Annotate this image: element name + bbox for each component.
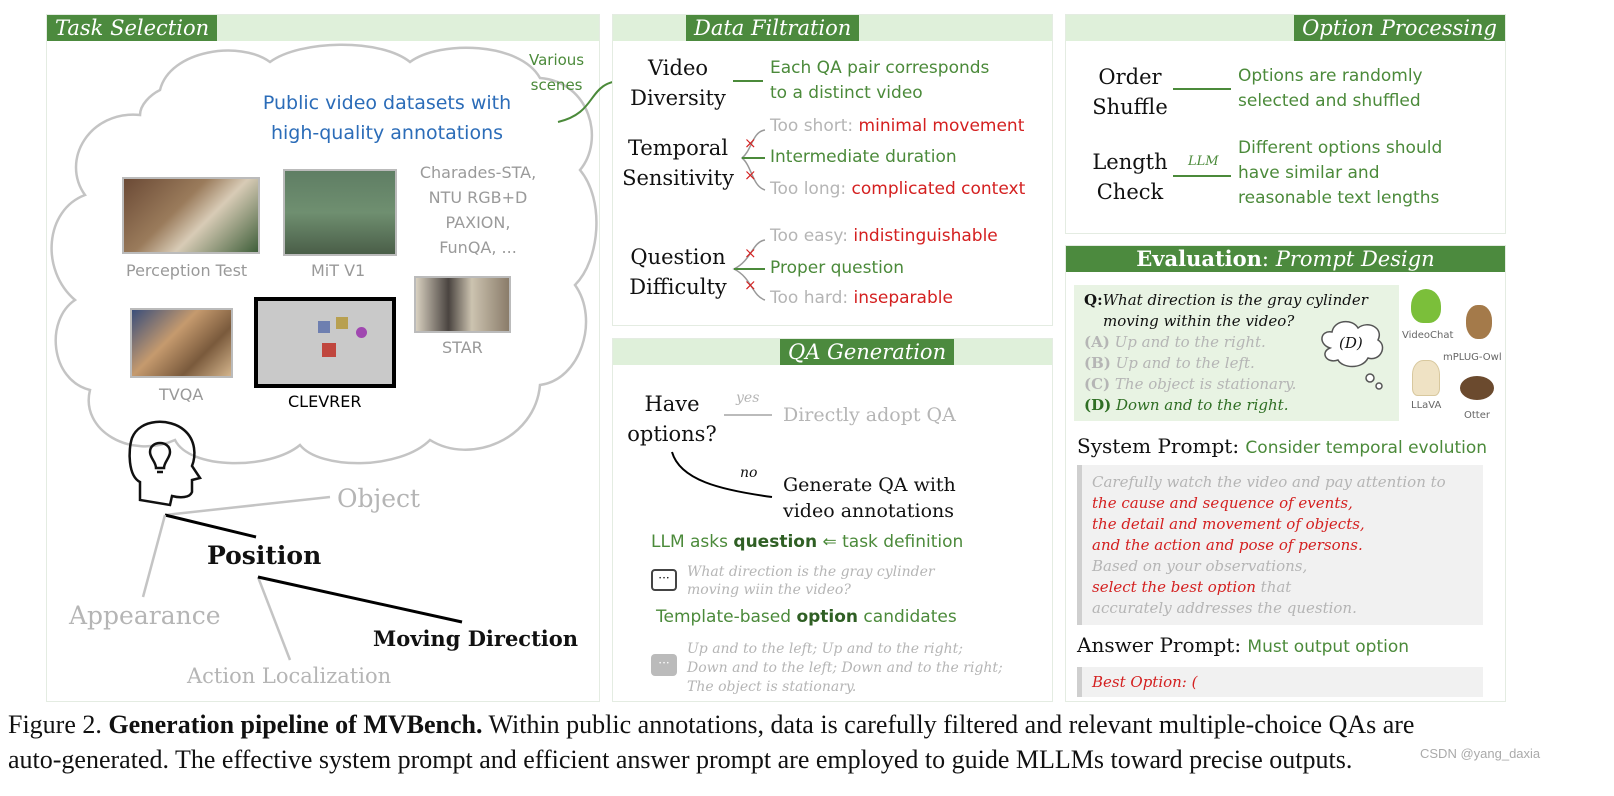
llm-tag: LLM [1188,154,1219,169]
too-easy-row: Too easy: indistinguishable [770,226,998,246]
evaluation-options: (A) Up and to the right. (B) Up and to t… [1084,332,1296,416]
dimension-object: Object [337,484,421,513]
video-diversity-connector [733,80,763,82]
data-filtration-title: Data Filtration [686,15,860,41]
template-based-options: Template-based option candidates [656,607,957,627]
dataset-label-clevrer: CLEVRER [288,392,362,411]
clevrer-cube-gold [336,317,348,329]
clevrer-sphere-purple [356,327,367,338]
too-hard-row: Too hard: inseparable [770,288,953,308]
option-processing-title: Option Processing [1294,15,1505,41]
system-prompt-box [1077,465,1483,625]
too-hard-cross-icon: × [744,276,757,294]
dimension-moving-direction: Moving Direction [373,626,579,651]
clevrer-thumbnail [254,297,396,388]
public-datasets-text: Public video datasets with high-quality … [262,92,512,144]
example-options: Up and to the left; Up and to the right;… [687,641,1003,695]
otter-otter-icon [1460,376,1494,400]
qa-generation-panel: QA Generation [612,338,1053,702]
system-prompt-text: Carefully watch the video and pay attent… [1092,473,1446,617]
best-option-text: Best Option: ( [1092,673,1198,691]
too-short-cross-icon: × [744,134,757,152]
option-processing-panel: Option Processing [1065,14,1506,234]
too-long-cross-icon: × [744,166,757,184]
perception-test-thumbnail [122,177,260,254]
proper-question: Proper question [770,258,905,278]
dataset-label-tvqa: TVQA [159,385,204,404]
answer-prompt-box [1077,667,1483,697]
option-c[interactable]: (C) The object is stationary. [1084,375,1297,393]
dataset-label-star: STAR [442,338,483,357]
dimension-appearance: Appearance [69,601,221,630]
video-diversity-desc: Each QA pair corresponds to a distinct v… [770,58,990,103]
option-a[interactable]: (A) Up and to the right. [1084,333,1266,351]
length-check-label: Length Check [1092,150,1168,204]
watermark: CSDN @yang_daxia [1420,746,1541,761]
other-datasets-list: Charades-STA, NTU RGB+D PAXION, FunQA, .… [419,163,537,257]
model-mplug-owl: mPLUG-Owl [1443,352,1502,363]
generate-qa-text: Generate QA with video annotations [783,474,956,522]
figure-caption: Figure 2. Generation pipeline of MVBench… [8,710,1415,774]
order-shuffle-desc: Options are randomly selected and shuffl… [1238,66,1423,111]
llava-llama-icon [1412,360,1440,396]
system-prompt-row: System Prompt: Consider temporal evoluti… [1077,434,1488,458]
evaluation-title: Evaluation: Prompt Design [1066,246,1505,272]
dimension-action-localization: Action Localization [187,664,392,688]
yes-label: yes [736,390,760,406]
chat-bubble-icon: ··· [651,569,677,591]
too-easy-cross-icon: × [744,244,757,262]
dataset-label-mit-v1: MiT V1 [311,261,366,280]
question-difficulty-label: Question Difficulty [629,245,727,299]
star-thumbnail [414,276,511,333]
option-b[interactable]: (B) Up and to the left. [1084,354,1255,372]
clevrer-cube-blue [318,321,330,333]
data-filtration-panel: Data Filtration [612,14,1053,326]
model-videochat: VideoChat [1402,330,1454,341]
mit-v1-thumbnail [283,169,397,256]
clevrer-cube-red [322,343,336,357]
length-check-desc: Different options should have similar an… [1238,138,1443,208]
temporal-sensitivity-label: Temporal Sensitivity [622,136,734,190]
evaluation-question: Q:What direction is the gray cylinder mo… [1084,291,1368,330]
llm-asks-question: LLM asks question ⇐ task definition [651,532,964,552]
qa-generation-title: QA Generation [780,339,955,365]
dataset-label-perception-test: Perception Test [126,261,248,280]
dimension-position: Position [207,541,322,570]
too-long-row: Too long: complicated context [770,179,1026,199]
filled-chat-bubble-icon: ··· [651,654,677,676]
thought-answer: (D) [1339,334,1363,352]
order-shuffle-label: Order Shuffle [1092,65,1168,119]
directly-adopt-qa: Directly adopt QA [783,404,956,426]
intermediate-duration: Intermediate duration [770,147,957,167]
video-diversity-label: Video Diversity [630,56,726,110]
model-llava: LLaVA [1411,400,1442,411]
have-options-label: Have options? [627,392,717,446]
order-shuffle-connector [1173,88,1231,90]
answer-prompt-row: Answer Prompt: Must output option [1077,633,1410,657]
option-d[interactable]: (D) Down and to the right. [1084,396,1289,414]
videochat-parrot-icon [1411,289,1441,323]
mplug-owl-owl-icon [1466,305,1492,339]
length-check-connector [1173,175,1231,177]
tvqa-thumbnail [130,308,233,378]
various-scenes-label: Various scenes [529,51,585,94]
no-label: no [740,465,758,481]
task-selection-title: Task Selection [47,15,218,41]
too-short-row: Too short: minimal movement [770,116,1025,136]
model-otter: Otter [1464,410,1490,421]
example-question: What direction is the gray cylinder movi… [687,564,935,598]
